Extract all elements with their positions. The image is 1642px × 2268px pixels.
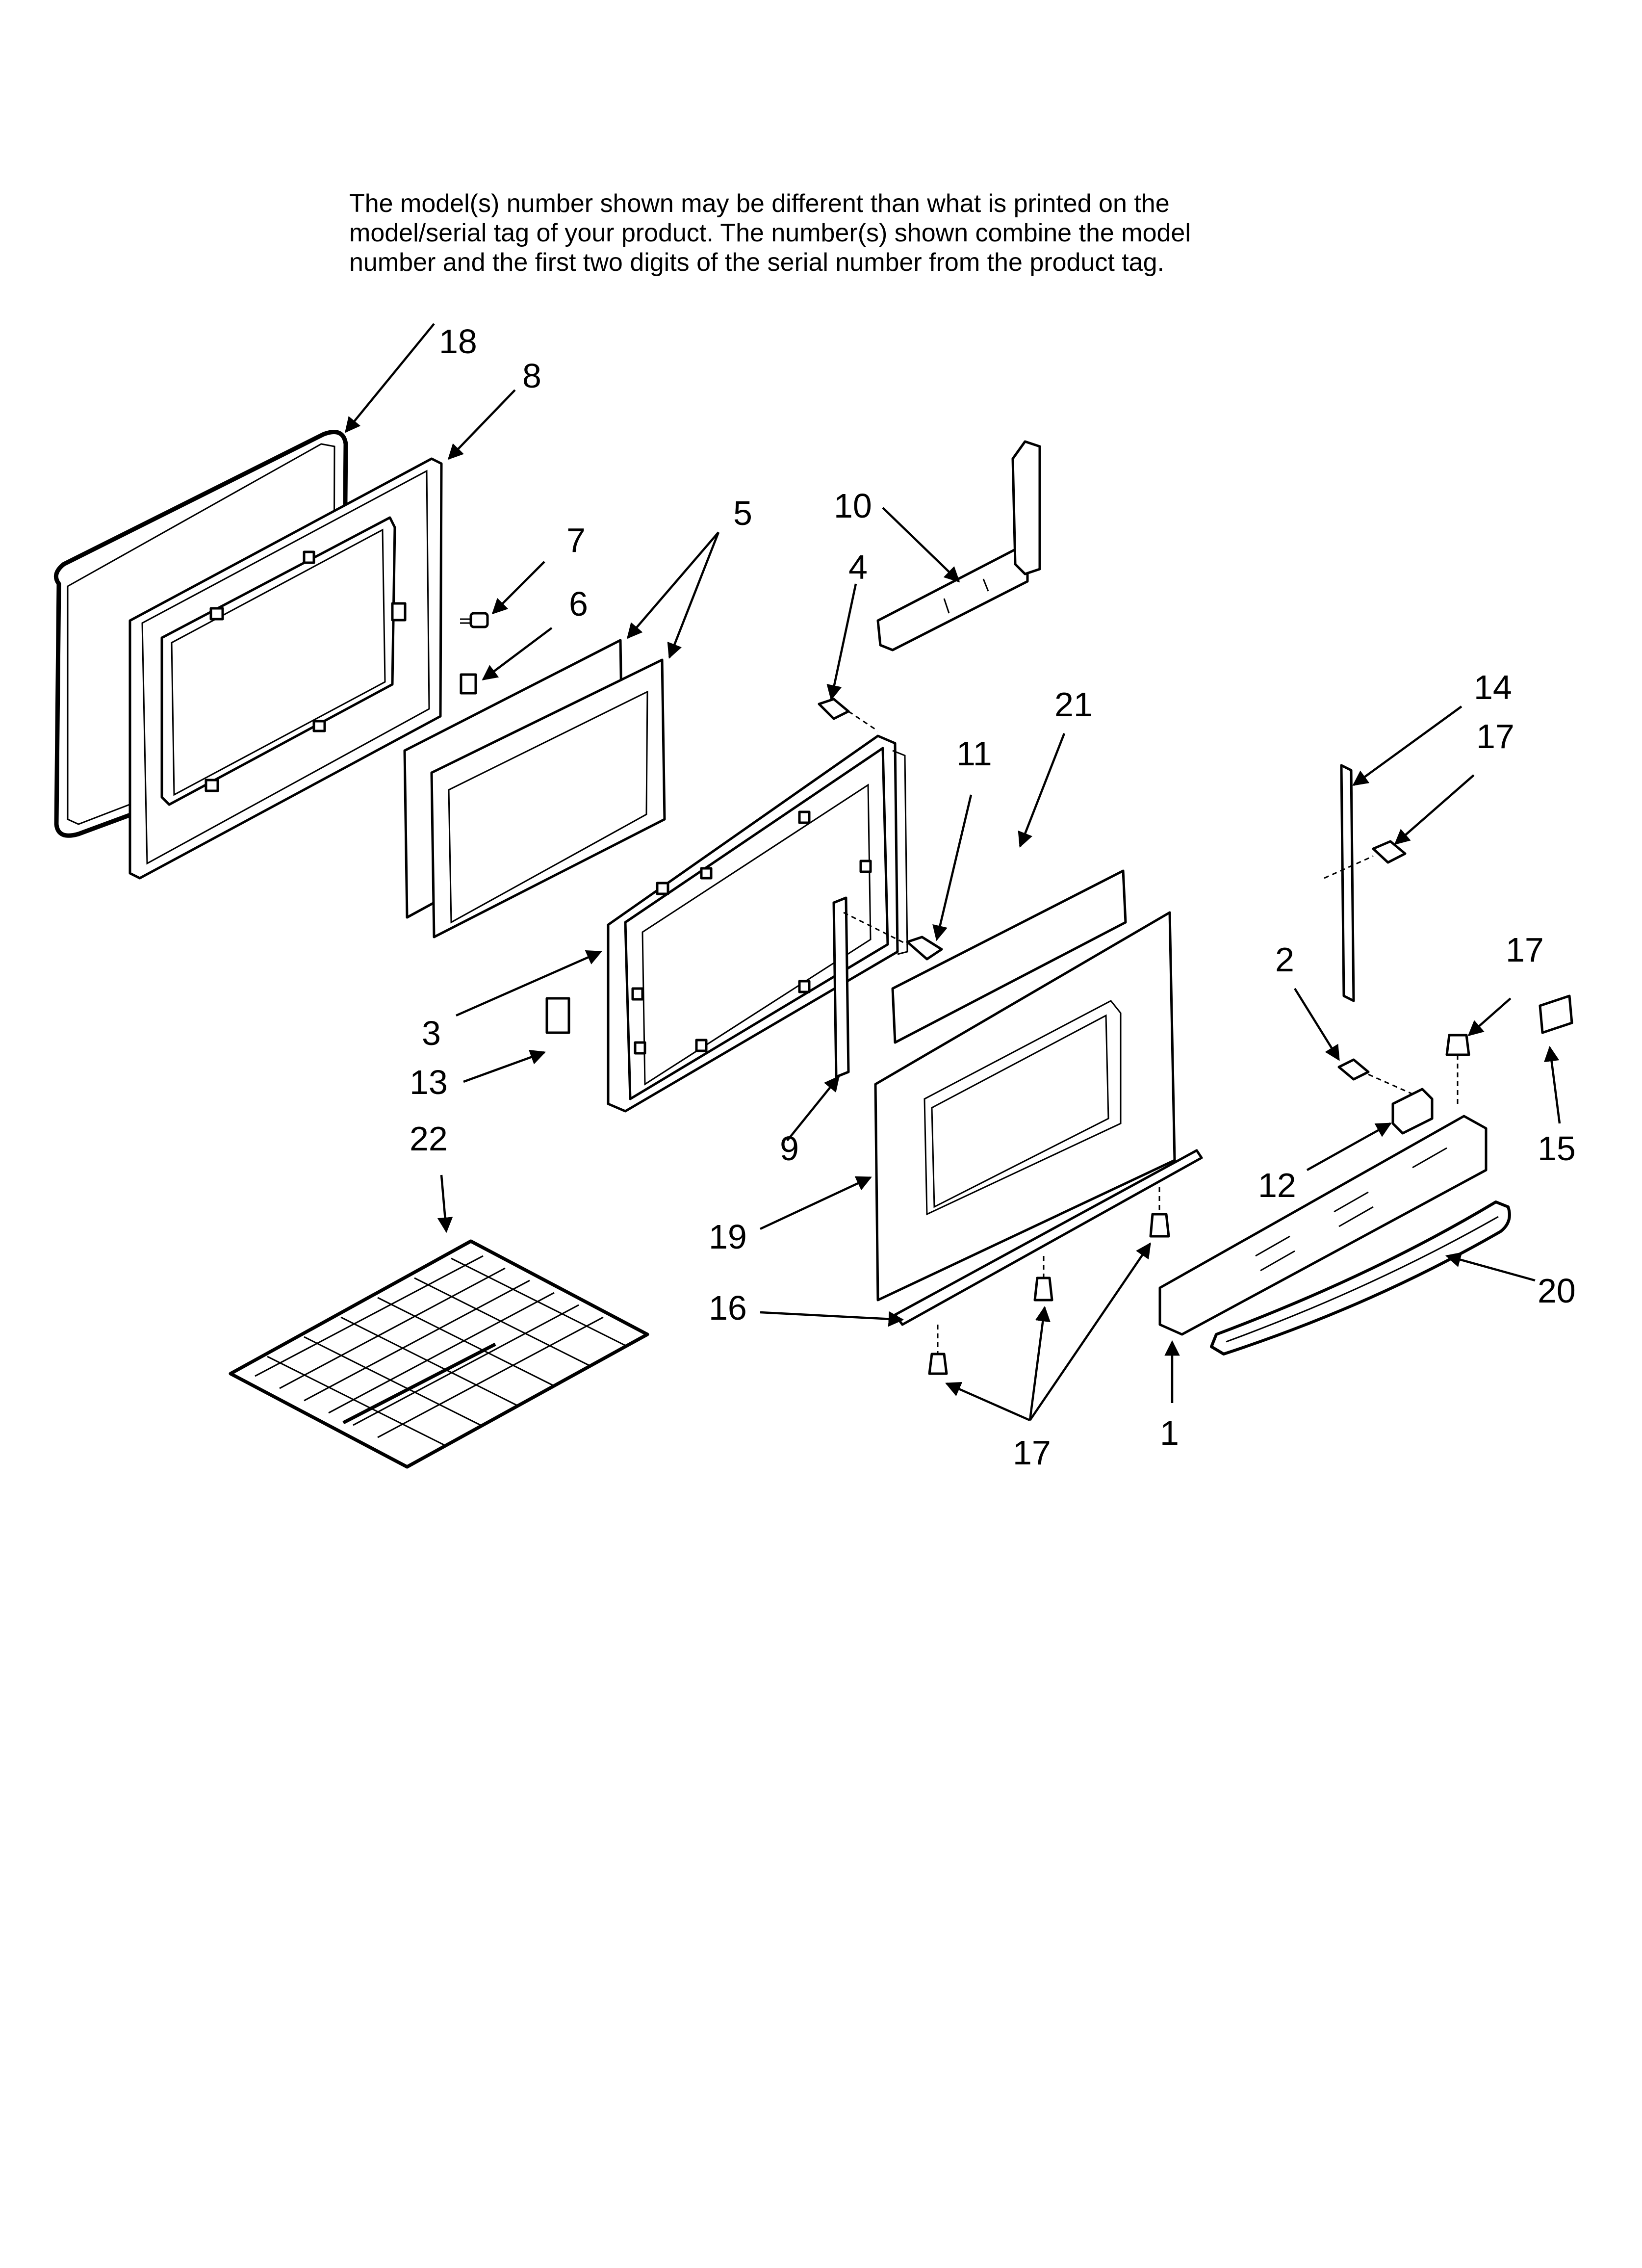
callout-9: 9 (780, 1129, 799, 1168)
callout-1: 1 (1160, 1414, 1179, 1452)
callout-21: 21 (1054, 685, 1093, 724)
side-trim-strip-part (1340, 764, 1355, 1002)
callout-19: 19 (709, 1218, 747, 1256)
callout-22: 22 (410, 1120, 448, 1158)
door-vent-channel-part (876, 440, 1041, 652)
leader-lines (345, 323, 1561, 1422)
callout-11: 11 (956, 734, 992, 773)
note-line-2: model/serial tag of your product. The nu… (349, 219, 1191, 247)
handle-screw-part (1337, 1058, 1413, 1095)
handle-top-screw-part (1445, 1034, 1470, 1104)
note-line-1: The model(s) number shown may be differe… (349, 189, 1170, 218)
note-line-3: number and the first two digits of the s… (349, 248, 1164, 277)
spacer-clip-part (460, 673, 477, 695)
door-frame-part (607, 734, 908, 1113)
door-screw-part (460, 612, 489, 628)
model-number-note: The model(s) number shown may be differe… (349, 189, 1477, 277)
door-handle-part (1210, 1200, 1511, 1356)
callout-6: 6 (569, 585, 588, 623)
hinge-screw-part (818, 698, 878, 732)
callout-17-right: 17 (1506, 931, 1544, 969)
oven-rack-part (229, 1239, 649, 1469)
bottom-screws-part (928, 1187, 1170, 1375)
callout-12: 12 (1258, 1166, 1296, 1204)
door-label-part (545, 997, 570, 1034)
hinge-bracket-part (1391, 1088, 1434, 1135)
callout-5: 5 (733, 494, 752, 532)
door-channel-bar-part (832, 896, 850, 1078)
callout-17-bottom: 17 (1013, 1434, 1051, 1472)
channel-screw-part (843, 912, 943, 961)
outer-door-glass-part (874, 911, 1176, 1302)
callout-3: 3 (422, 1014, 441, 1052)
callout-20: 20 (1538, 1272, 1576, 1310)
callout-17-upper: 17 (1476, 717, 1514, 756)
callout-18: 18 (439, 322, 477, 361)
callout-2: 2 (1275, 940, 1294, 979)
inner-glass-panels-part (403, 639, 666, 938)
side-screw-part (1324, 840, 1407, 879)
callout-labels: 18 8 7 6 5 10 4 21 11 14 17 2 17 3 13 22… (410, 322, 1576, 1472)
badge-part (1539, 994, 1573, 1034)
insulation-strip-part (891, 869, 1127, 1044)
callout-8: 8 (522, 357, 541, 395)
callout-14: 14 (1474, 668, 1512, 706)
callout-10: 10 (834, 487, 872, 525)
callout-16: 16 (709, 1289, 747, 1327)
callout-15: 15 (1538, 1129, 1576, 1168)
callout-13: 13 (410, 1063, 448, 1101)
callout-4: 4 (848, 548, 868, 586)
inner-door-panel-part (128, 457, 443, 880)
handle-mount-bar-part (1158, 1115, 1488, 1336)
callout-7: 7 (566, 521, 586, 559)
